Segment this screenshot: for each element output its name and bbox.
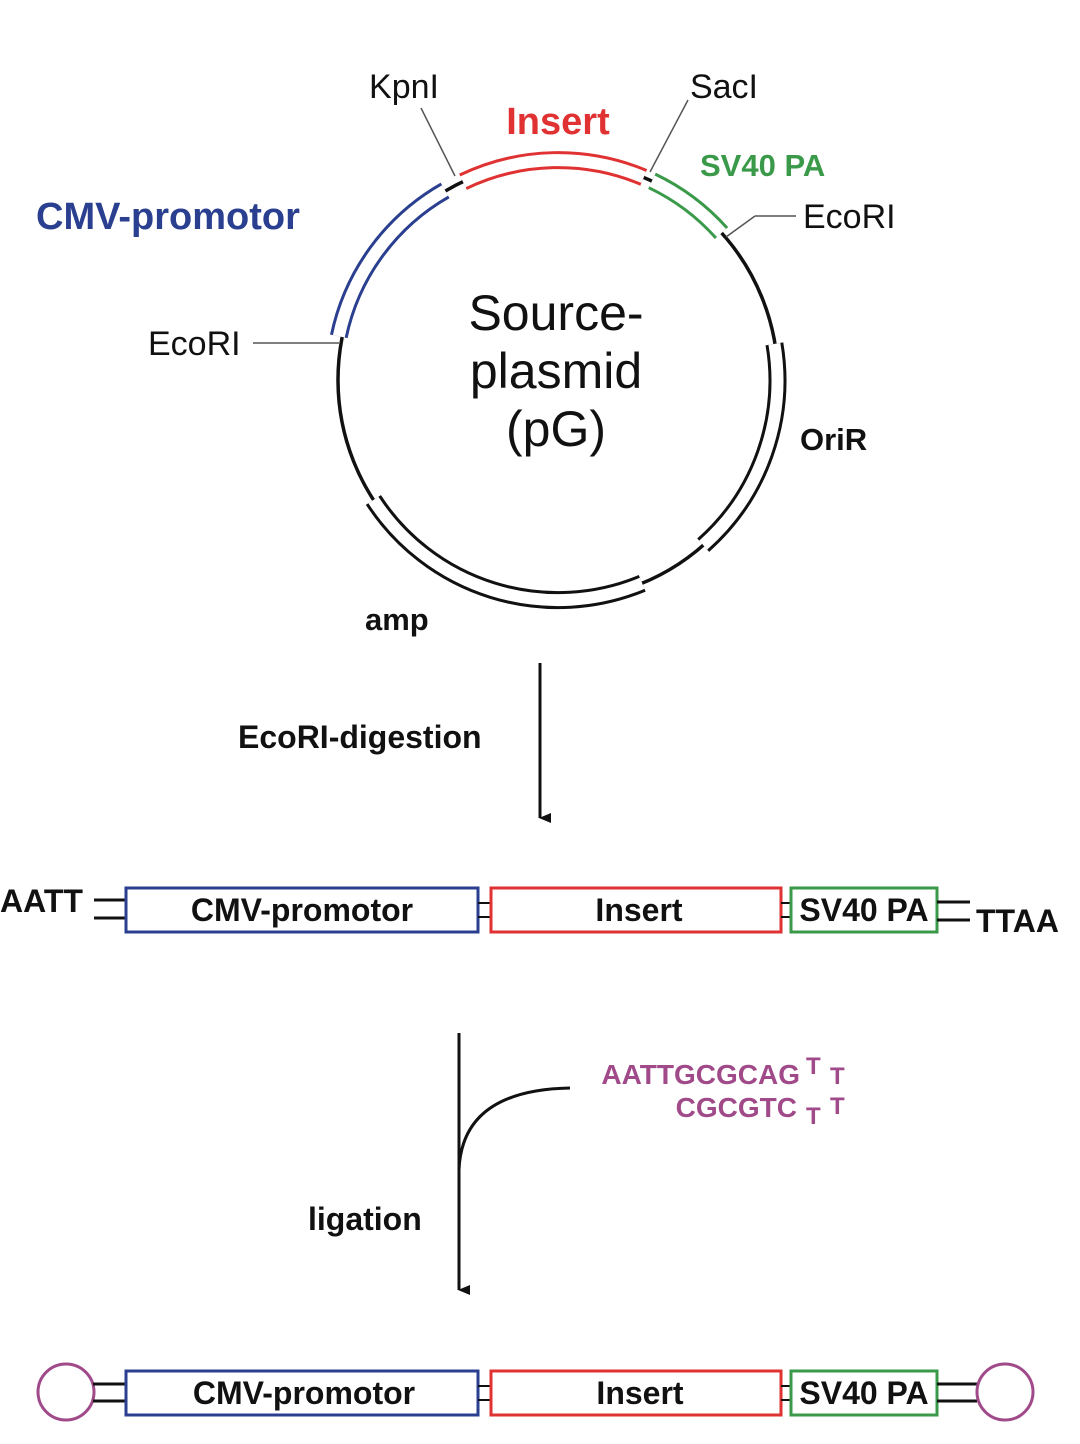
adapter-bottom-loop-b: T xyxy=(830,1093,845,1120)
plasmid-name-line-3: (pG) xyxy=(506,401,606,457)
linear-sv40-box xyxy=(789,886,939,934)
amp-feature-label: amp xyxy=(365,602,429,637)
ligation-step-label: ligation xyxy=(308,1201,422,1237)
adapter-bottom-loop-a: T xyxy=(806,1103,821,1130)
linear-sv40-label: SV40 PA xyxy=(799,892,928,928)
linear-fragment: AATT CMV-promotor Insert SV40 PA TTAA xyxy=(0,883,1059,939)
insert-arc-fill xyxy=(460,154,647,188)
cmv-promotor-arc-fill xyxy=(332,185,449,338)
left-overhang-label: AATT xyxy=(0,883,83,919)
cmv-promotor-arc-outline xyxy=(329,182,450,339)
linear-insert-box xyxy=(489,886,783,934)
source-plasmid-map: KpnI SacI EcoRI EcoRI Insert SV40 PA CMV… xyxy=(36,68,896,637)
plasmid-name-line-1: Source- xyxy=(468,285,643,341)
closed-sv40-label: SV40 PA xyxy=(799,1375,928,1411)
linear-insert-label: Insert xyxy=(595,892,682,928)
digestion-step-label: EcoRI-digestion xyxy=(238,719,482,755)
sv40-pa-arc-fill xyxy=(649,175,726,238)
closed-fragment: CMV-promotor Insert SV40 PA xyxy=(36,1362,1035,1422)
saci-site-label: SacI xyxy=(690,68,758,106)
adapter-join-curve xyxy=(457,1086,571,1171)
digestion-step: EcoRI-digestion xyxy=(238,663,551,823)
cmv-promotor-feature-label: CMV-promotor xyxy=(36,196,300,238)
closed-cmv-box xyxy=(124,1369,480,1417)
linear-cmv-box xyxy=(124,886,480,934)
kpni-site-label: KpnI xyxy=(369,68,439,106)
sv40-pa-feature-label: SV40 PA xyxy=(700,148,825,183)
adapter-top-loop-b: T xyxy=(830,1063,845,1090)
closed-insert-box xyxy=(489,1369,783,1417)
left-hairpin-loop xyxy=(36,1362,96,1422)
ecori-right-site-label: EcoRI xyxy=(803,198,896,236)
plasmid-name-line-2: plasmid xyxy=(470,343,642,399)
orir-arc-fill xyxy=(699,342,784,550)
orir-feature-label: OriR xyxy=(800,422,867,457)
ecori-right-leader-line-d xyxy=(725,215,756,238)
adapter-bottom-sequence: CGCGTC xyxy=(676,1092,797,1123)
closed-sv40-box xyxy=(789,1369,939,1417)
saci-leader-line xyxy=(649,99,689,173)
adapter-top-sequence: AATTGCGCAG xyxy=(601,1059,800,1090)
right-hairpin-loop xyxy=(975,1362,1035,1422)
right-overhang-label: TTAA xyxy=(976,903,1059,939)
closed-insert-label: Insert xyxy=(596,1375,683,1411)
adapter-top-loop-a: T xyxy=(806,1053,821,1080)
insert-feature-label: Insert xyxy=(506,101,610,143)
ecori-left-site-label: EcoRI xyxy=(148,325,241,363)
kpni-leader-line xyxy=(420,107,456,177)
ligation-step: ligation AATTGCGCAG T T CGCGTC T T xyxy=(308,1033,845,1295)
closed-cmv-label: CMV-promotor xyxy=(193,1375,415,1411)
linear-cmv-label: CMV-promotor xyxy=(191,892,413,928)
amp-arc-fill xyxy=(368,496,645,607)
